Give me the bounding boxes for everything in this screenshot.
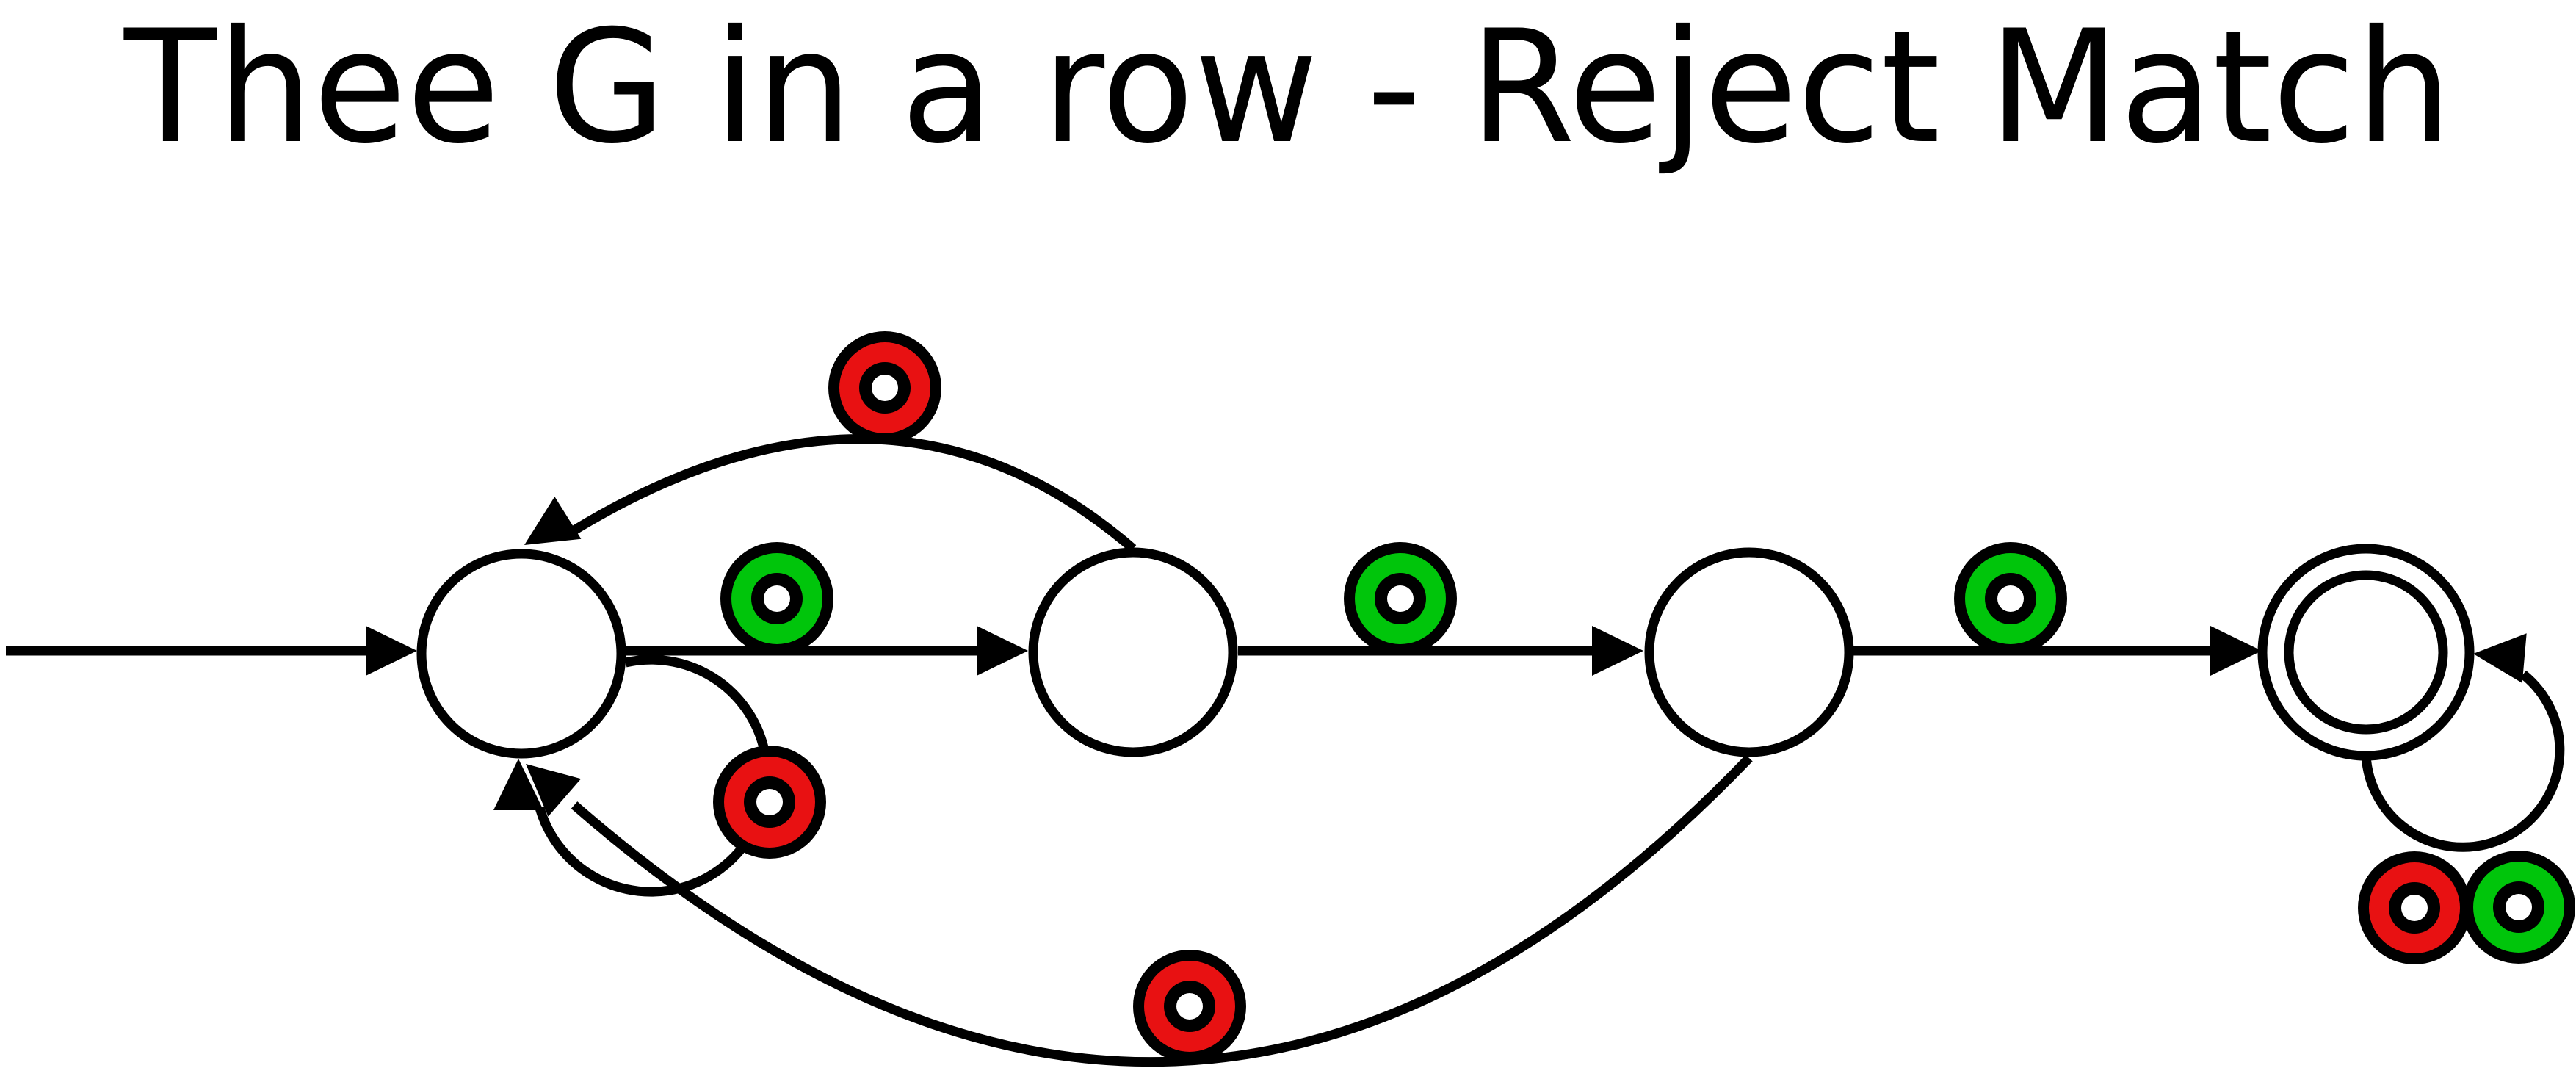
input-symbol-marker-green — [1954, 542, 2067, 655]
marker-hole — [1997, 585, 2024, 612]
state-1 — [416, 549, 626, 759]
marker-hole — [1387, 585, 1414, 612]
input-symbol-marker-red — [2358, 851, 2471, 964]
edge-state3-state4 — [1853, 626, 2262, 676]
marker-hole — [872, 375, 898, 401]
edge-state3-state1-bottom-arc — [526, 754, 1753, 1067]
edge-state2-state1-top-arc — [524, 434, 1137, 552]
state-inner-circle — [2284, 570, 2448, 735]
marker-hole — [2506, 894, 2532, 920]
input-symbol-marker-green — [2462, 851, 2575, 964]
input-symbol-marker-green — [720, 542, 833, 655]
input-symbol-marker-red — [828, 331, 941, 444]
input-symbol-marker-red — [713, 746, 826, 859]
arrowhead-icon — [526, 764, 582, 817]
arrowhead-icon — [1592, 626, 1643, 676]
self-loop-state4 — [2361, 633, 2565, 852]
marker-hole — [1176, 993, 1203, 1020]
edge-state2-state1-top-arc-curve — [564, 434, 1137, 552]
self-loop-state4-curve — [2361, 670, 2565, 852]
edge-state3-state1-bottom-arc-curve — [571, 754, 1753, 1067]
transitions-layer — [6, 434, 2565, 1067]
state-4-accepting — [2257, 544, 2475, 761]
input-symbols-layer — [713, 331, 2575, 1063]
state-2 — [1028, 547, 1238, 757]
start-arrow — [6, 626, 417, 676]
input-symbol-marker-red — [1133, 950, 1246, 1063]
states-layer — [416, 544, 2475, 761]
arrowhead-icon — [2210, 626, 2262, 676]
arrowhead-icon — [366, 626, 417, 676]
arrowhead-icon — [2473, 633, 2527, 683]
arrowhead-icon — [977, 626, 1028, 676]
marker-hole — [764, 585, 790, 612]
input-symbol-marker-green — [1344, 542, 1457, 655]
state-circle — [1028, 547, 1238, 757]
arrowhead-icon — [524, 497, 582, 545]
marker-hole — [756, 789, 783, 815]
marker-hole — [2401, 895, 2428, 921]
state-circle — [416, 549, 626, 759]
arrowhead-icon — [493, 759, 543, 810]
edge-state1-state2 — [621, 626, 1028, 676]
state-circle — [1644, 547, 1854, 757]
state-3 — [1644, 547, 1854, 757]
figure-title: Thee G in a row - Reject Match — [123, 0, 2452, 178]
